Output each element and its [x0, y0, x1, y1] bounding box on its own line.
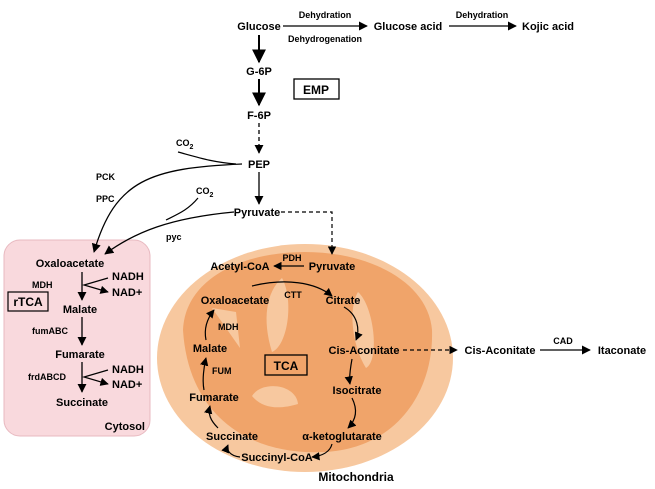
mito-cis-aconitate-label: Cis-Aconitate [329, 345, 400, 357]
arrow-nadh-nad-1 [81, 277, 109, 294]
mito-oxaloacetate-label: Oxaloacetate [201, 295, 269, 307]
cytosol-title: Cytosol [105, 421, 145, 433]
ctt-label: CTT [284, 290, 302, 300]
nad-label-2: NAD+ [112, 379, 142, 391]
pep-label: PEP [248, 159, 270, 171]
pyruvate-label: Pyruvate [234, 207, 280, 219]
cytosol-succinate-label: Succinate [56, 397, 108, 409]
glucose-acid-label: Glucose acid [374, 21, 442, 33]
rtca-label: rTCA [13, 295, 43, 309]
akg-label: α-ketoglutarate [302, 431, 382, 443]
co2-label-2: CO2 [196, 186, 214, 199]
frdabcd-label: frdABCD [28, 372, 66, 382]
g6p-label: G-6P [246, 66, 272, 78]
arrow-citrate-to-cis-aconitate [343, 306, 363, 341]
succinyl-coa-label: Succinyl-CoA [241, 452, 313, 464]
arrow-malate-to-oxaloacetate [204, 309, 215, 341]
cytosol-fumarate-label: Fumarate [55, 349, 105, 361]
arrow-co2-pyc [165, 197, 199, 221]
dehydration-label-2: Dehydration [456, 10, 509, 20]
arrow-cis-aconitate-to-isocitrate [344, 358, 353, 385]
arrow-nadh-nad-2 [81, 369, 109, 386]
co2-label-1: CO2 [176, 138, 194, 151]
arrow-akg-to-succinyl-coa [311, 443, 333, 461]
fumabc-label: fumABC [32, 326, 68, 336]
f6p-label: F-6P [247, 110, 271, 122]
dehydrogenation-label: Dehydrogenation [288, 34, 362, 44]
glucose-label: Glucose [237, 21, 280, 33]
arrow-pyruvate-to-oxaloacetate [104, 211, 235, 255]
emp-label: EMP [303, 83, 329, 97]
fum-label: FUM [212, 366, 232, 376]
emp-box [293, 78, 340, 100]
arrow-succinyl-coa-to-succinate [221, 444, 241, 458]
cytosol-oxaloacetate-label: Oxaloacetate [36, 258, 104, 270]
rtca-box [7, 291, 49, 312]
mito-succinate-label: Succinate [206, 431, 258, 443]
tca-label: TCA [274, 359, 299, 373]
mitochondria-title: Mitochondria [318, 470, 394, 484]
acetyl-coa-label: Acetyl-CoA [210, 261, 269, 273]
mito-fumarate-label: Fumarate [189, 392, 239, 404]
itaconate-label: Itaconate [598, 345, 646, 357]
arrow-ctt [251, 281, 333, 297]
isocitrate-label: Isocitrate [333, 385, 382, 397]
ppc-label: PPC [96, 194, 115, 204]
arrow-pyruvate-to-mito-pyruvate [281, 211, 337, 255]
dehydration-label-1: Dehydration [299, 10, 352, 20]
arrow-pep-to-oxaloacetate [91, 163, 243, 253]
cad-label: CAD [553, 336, 573, 346]
cytosol-mdh-label: MDH [32, 280, 53, 290]
arrow-co2-pck [177, 151, 237, 165]
cytosol-malate-label: Malate [63, 304, 97, 316]
mitochondrion-shape [157, 244, 453, 472]
cytosol-compartment [3, 239, 151, 437]
kojic-acid-label: Kojic acid [522, 21, 574, 33]
ext-cis-aconitate-label: Cis-Aconitate [465, 345, 536, 357]
co2-sub-2: 2 [210, 192, 214, 199]
pck-label: PCK [96, 172, 116, 182]
tca-box [264, 354, 308, 376]
arrow-isocitrate-to-akg [347, 397, 357, 429]
pyc-label: pyc [166, 232, 182, 242]
nad-label-1: NAD+ [112, 287, 142, 299]
pdh-label: PDH [282, 253, 301, 263]
mito-mdh-label: MDH [218, 322, 239, 332]
nadh-label-1: NADH [112, 271, 144, 283]
arrow-fumarate-to-malate [200, 357, 209, 391]
arrow-succinate-to-fumarate [204, 405, 219, 429]
citrate-label: Citrate [326, 295, 361, 307]
nadh-label-2: NADH [112, 364, 144, 376]
mito-malate-label: Malate [193, 343, 227, 355]
mito-pyruvate-label: Pyruvate [309, 261, 355, 273]
